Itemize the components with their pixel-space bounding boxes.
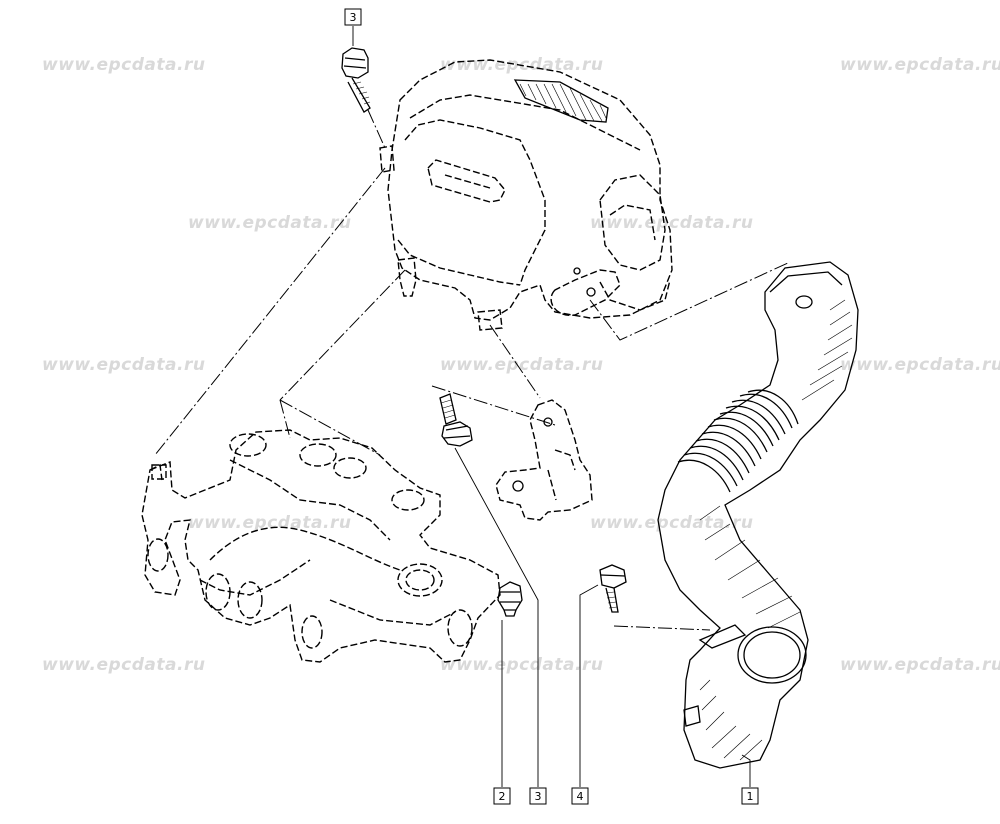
watermark: www.epcdata.ru [188, 513, 351, 533]
watermark: www.epcdata.ru [188, 213, 351, 233]
watermark: www.epcdata.ru [440, 655, 603, 675]
watermark: www.epcdata.ru [42, 355, 205, 375]
bolt-middle [431, 385, 556, 447]
watermark: www.epcdata.ru [590, 513, 753, 533]
air-filter-housing [379, 59, 673, 331]
nut [497, 581, 523, 617]
watermark: www.epcdata.ru [42, 55, 205, 75]
callout-label: 3 [350, 11, 357, 24]
callout-label: 3 [535, 790, 542, 803]
callout-label: 4 [577, 790, 584, 803]
air-duct-hose [657, 261, 859, 769]
watermark-layer: www.epcdata.ru www.epcdata.ru www.epcdat… [42, 55, 1000, 675]
watermark: www.epcdata.ru [840, 355, 1000, 375]
bolt-small [599, 564, 711, 631]
intake-manifold [141, 429, 501, 663]
assembly-lines [154, 167, 791, 456]
leader-lines [352, 26, 751, 787]
callout-3-top: 3 [344, 8, 362, 26]
watermark: www.epcdata.ru [42, 655, 205, 675]
callout-4: 4 [571, 787, 589, 805]
watermark: www.epcdata.ru [840, 55, 1000, 75]
bolt-top [341, 47, 386, 149]
callout-2: 2 [493, 787, 511, 805]
watermark: www.epcdata.ru [590, 213, 753, 233]
watermark: www.epcdata.ru [840, 655, 1000, 675]
mounting-bracket [495, 399, 593, 521]
callout-3-bottom: 3 [529, 787, 547, 805]
callout-label: 1 [747, 790, 754, 803]
watermark: www.epcdata.ru [440, 355, 603, 375]
callout-label: 2 [499, 790, 506, 803]
callout-1: 1 [741, 787, 759, 805]
